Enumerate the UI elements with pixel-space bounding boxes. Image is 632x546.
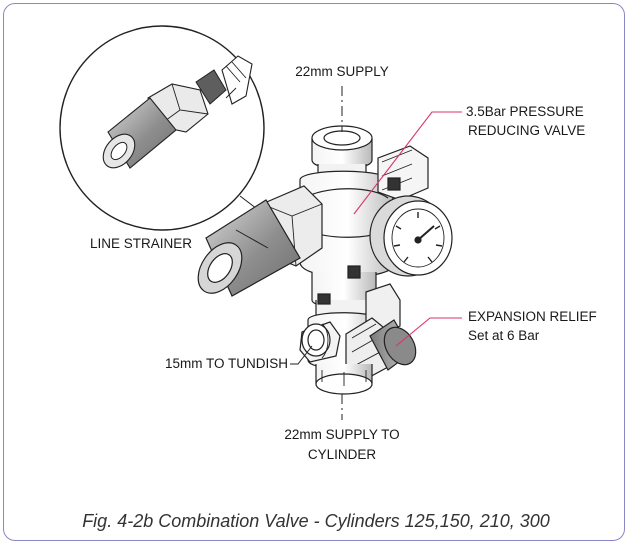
strainer-detail-inset [59,25,265,231]
label-line-strainer: LINE STRAINER [90,236,193,251]
figure-frame [3,3,625,541]
label-prv-line1: 3.5Bar PRESSURE [466,104,584,119]
label-15mm-to-tundish: 15mm TO TUNDISH [164,356,288,371]
label-22mm-supply-to-cylinder-line2: CYLINDER [307,447,377,462]
label-22mm-supply: 22mm SUPPLY [295,64,389,79]
label-expansion-relief-line2: Set at 6 Bar [468,328,540,343]
valve-assembly [197,125,453,395]
label-expansion-relief-line1: EXPANSION RELIEF [468,309,597,324]
leader-lines [235,86,462,420]
label-22mm-supply-to-cylinder-line1: 22mm SUPPLY TO [284,427,400,442]
figure-caption: Fig. 4-2b Combination Valve - Cylinders … [82,511,550,531]
label-prv-line2: REDUCING VALVE [468,123,586,138]
